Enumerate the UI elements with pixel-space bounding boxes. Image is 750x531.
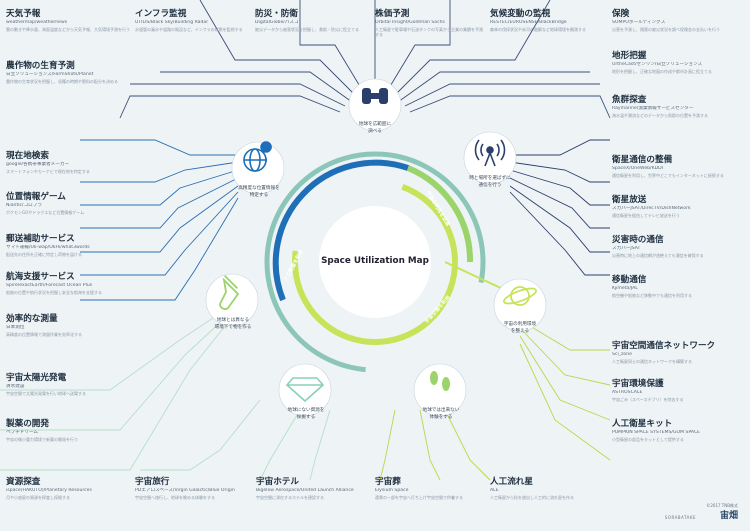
item-devel: 製薬の開発ペプチドリーム宇宙の微小重力環境で新薬の開発を行う	[6, 419, 78, 442]
green-top-arc	[406, 165, 474, 263]
item-solar: 宇宙太陽光発電清水建設宇宙空間で太陽光発電を行い地球へ送電する	[6, 373, 86, 396]
footprints-icon	[430, 371, 450, 391]
center-disc	[319, 206, 431, 318]
blue-arc	[272, 159, 409, 302]
hub-label-manufacture: 地球とは異なる環境下で物を作る	[214, 318, 252, 330]
hub-label-environment: 宇宙の利用環境を整える	[503, 322, 537, 334]
inner-lime-ring	[292, 179, 458, 346]
hub-label-position: 高精度な位置情報を特定する	[238, 186, 280, 198]
binoculars-icon	[362, 88, 388, 104]
hub-label-observe: 地球を広範囲に調べる	[358, 122, 392, 134]
location-globe-icon	[243, 141, 272, 172]
hub-label-mining: 地球にない資源を採掘する	[287, 408, 325, 420]
gem-icon	[285, 377, 325, 403]
outer-teal-ring	[264, 151, 486, 373]
signal-tower-icon	[474, 139, 506, 167]
planet-icon	[503, 286, 537, 306]
hub-label-communication: 時と場所を選ばずに通信を行う	[469, 176, 511, 188]
item-survey: 効率的な測量日本測位高精度の位置情報で測量作業を効率化する	[6, 314, 82, 337]
flask-icon	[219, 274, 240, 310]
brand-name: SORABATAKE	[664, 515, 696, 520]
hub-label-experience: 地球では出来ない体験をする	[422, 408, 460, 420]
map-title: Space Utilization Map	[321, 256, 429, 266]
sorabatake-logo: 宙畑	[719, 511, 738, 521]
copyright: ©2017 TNB株式	[706, 503, 738, 508]
